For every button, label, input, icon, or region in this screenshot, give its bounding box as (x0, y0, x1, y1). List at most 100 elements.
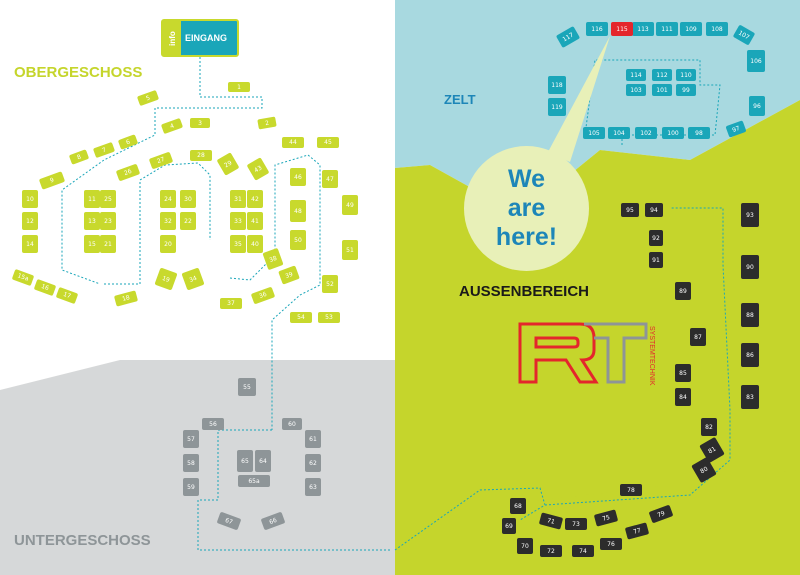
booth-95[interactable]: 95 (621, 203, 639, 217)
booth-13[interactable]: 13 (84, 212, 100, 230)
booth-60[interactable]: 60 (282, 418, 302, 430)
booth-11[interactable]: 11 (84, 190, 100, 208)
booth-54[interactable]: 54 (290, 312, 312, 323)
booth-25[interactable]: 25 (100, 190, 116, 208)
logo-tagline: SYSTEMTECHNIK (648, 326, 655, 386)
booth-51[interactable]: 51 (342, 240, 358, 260)
booth-37[interactable]: 37 (220, 298, 242, 309)
rt-systemtechnik-logo: SYSTEMTECHNIK (518, 322, 655, 386)
booth-32[interactable]: 32 (160, 212, 176, 230)
booth-50[interactable]: 50 (290, 230, 306, 250)
booth-65a[interactable]: 65a (238, 475, 270, 487)
booth-74[interactable]: 74 (572, 545, 594, 557)
booth-119[interactable]: 119 (548, 98, 566, 116)
booth-89[interactable]: 89 (675, 282, 691, 300)
booth-47[interactable]: 47 (322, 170, 338, 188)
booth-86[interactable]: 86 (741, 343, 759, 367)
booth-73[interactable]: 73 (565, 518, 587, 530)
booth-30[interactable]: 30 (180, 190, 196, 208)
booth-78[interactable]: 78 (620, 484, 642, 496)
booth-23[interactable]: 23 (100, 212, 116, 230)
booth-93[interactable]: 93 (741, 203, 759, 227)
booth-96[interactable]: 96 (749, 96, 765, 116)
booth-116[interactable]: 116 (586, 22, 608, 36)
booth-111[interactable]: 111 (656, 22, 678, 36)
booth-10[interactable]: 10 (22, 190, 38, 208)
booth-118[interactable]: 118 (548, 76, 566, 94)
entrance-sign: info EINGANG (161, 19, 239, 57)
booth-109[interactable]: 109 (680, 22, 702, 36)
booth-69[interactable]: 69 (502, 518, 516, 534)
booth-41[interactable]: 41 (247, 212, 263, 230)
booth-92[interactable]: 92 (649, 230, 663, 246)
booth-99[interactable]: 99 (676, 84, 696, 96)
booth-113[interactable]: 113 (632, 22, 654, 36)
booth-88[interactable]: 88 (741, 303, 759, 327)
booth-57[interactable]: 57 (183, 430, 199, 448)
booth-53[interactable]: 53 (318, 312, 340, 323)
booth-42[interactable]: 42 (247, 190, 263, 208)
booth-63[interactable]: 63 (305, 478, 321, 496)
booth-28[interactable]: 28 (190, 150, 212, 161)
marker-line-1: We (507, 165, 546, 193)
booth-98[interactable]: 98 (688, 127, 710, 139)
logo-r-mark (518, 322, 599, 384)
booth-52[interactable]: 52 (322, 275, 338, 293)
booth-70[interactable]: 70 (517, 538, 533, 554)
booth-105[interactable]: 105 (583, 127, 605, 139)
entrance-label: EINGANG (185, 33, 228, 43)
booth-15[interactable]: 15 (84, 235, 100, 253)
booth-33[interactable]: 33 (230, 212, 246, 230)
booth-112[interactable]: 112 (652, 69, 672, 81)
booth-40[interactable]: 40 (247, 235, 263, 253)
booth-58[interactable]: 58 (183, 454, 199, 472)
booth-85[interactable]: 85 (675, 364, 691, 382)
booth-102[interactable]: 102 (635, 127, 657, 139)
booth-12[interactable]: 12 (22, 212, 38, 230)
you-are-here-marker: We are here! (464, 146, 589, 271)
booth-65[interactable]: 65 (237, 450, 253, 472)
booth-103[interactable]: 103 (626, 84, 646, 96)
booth-21[interactable]: 21 (100, 235, 116, 253)
booth-100[interactable]: 100 (662, 127, 684, 139)
booth-31[interactable]: 31 (230, 190, 246, 208)
booth-82[interactable]: 82 (701, 418, 717, 436)
booth-72[interactable]: 72 (540, 545, 562, 557)
booth-55[interactable]: 55 (238, 378, 256, 396)
booth-90[interactable]: 90 (741, 255, 759, 279)
booth-22[interactable]: 22 (180, 212, 196, 230)
booth-62[interactable]: 62 (305, 454, 321, 472)
booth-14[interactable]: 14 (22, 235, 38, 253)
booth-108[interactable]: 108 (706, 22, 728, 36)
booth-104[interactable]: 104 (608, 127, 630, 139)
booth-49[interactable]: 49 (342, 195, 358, 215)
booth-56[interactable]: 56 (202, 418, 224, 430)
booth-46[interactable]: 46 (290, 168, 306, 186)
booth-24[interactable]: 24 (160, 190, 176, 208)
booth-84[interactable]: 84 (675, 388, 691, 406)
booth-114[interactable]: 114 (626, 69, 646, 81)
booth-59[interactable]: 59 (183, 478, 199, 496)
booth-101[interactable]: 101 (652, 84, 672, 96)
booth-83[interactable]: 83 (741, 385, 759, 409)
booth-110[interactable]: 110 (676, 69, 696, 81)
booth-115[interactable]: 115 (611, 22, 633, 36)
booth-3[interactable]: 3 (190, 118, 210, 128)
booth-76[interactable]: 76 (600, 538, 622, 550)
booth-45[interactable]: 45 (317, 137, 339, 148)
booth-35[interactable]: 35 (230, 235, 246, 253)
booth-44[interactable]: 44 (282, 137, 304, 148)
booth-106[interactable]: 106 (747, 50, 765, 72)
booth-87[interactable]: 87 (690, 328, 706, 346)
booth-20[interactable]: 20 (160, 235, 176, 253)
booth-1[interactable]: 1 (228, 82, 250, 92)
booth-94[interactable]: 94 (645, 203, 663, 217)
booth-68[interactable]: 68 (510, 498, 526, 514)
marker-line-2: are (507, 194, 546, 222)
booth-64[interactable]: 64 (255, 450, 271, 472)
booth-91[interactable]: 91 (649, 252, 663, 268)
booth-48[interactable]: 48 (290, 200, 306, 222)
marker-line-3: here! (495, 223, 558, 251)
booth-61[interactable]: 61 (305, 430, 321, 448)
